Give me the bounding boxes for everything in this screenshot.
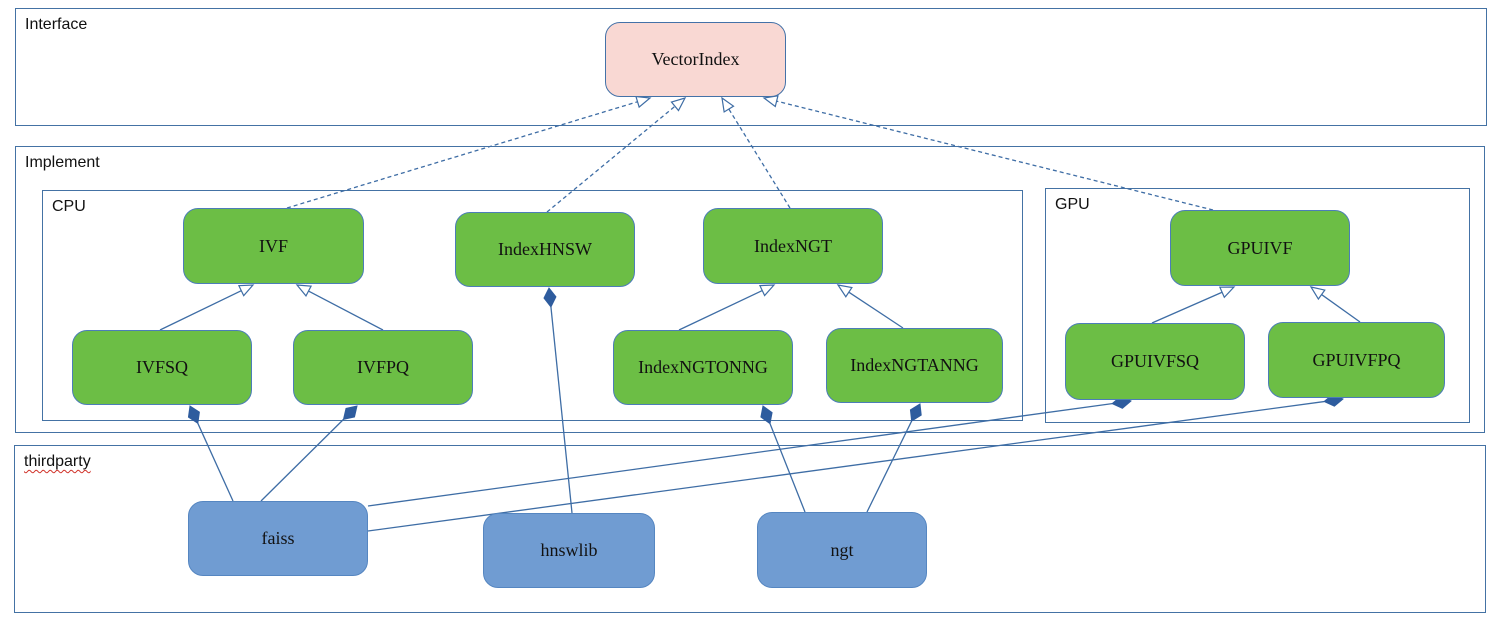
edge-line (159, 290, 242, 331)
composition-diamond (342, 405, 358, 421)
edge-gpuivfpq-gpuivf[interactable] (1309, 286, 1361, 323)
group-implement[interactable]: Implement (15, 146, 1485, 433)
node-indexngt[interactable]: IndexNGT (703, 208, 883, 284)
group-thirdparty[interactable]: thirdparty (14, 445, 1486, 613)
group-thirdparty-label: thirdparty (24, 453, 91, 470)
composition-diamond (760, 405, 773, 425)
generalization-arrowhead (758, 284, 776, 297)
group-interface[interactable]: Interface (15, 8, 1487, 126)
node-label: ngt (830, 539, 854, 560)
node-ngt[interactable]: ngt (757, 512, 927, 588)
edge-indexhnsw-vectorindex[interactable] (546, 97, 687, 213)
edge-line (286, 101, 638, 209)
realization-arrowhead (762, 95, 779, 108)
node-indexngtonng[interactable]: IndexNGTONNG (613, 330, 793, 405)
edge-line (550, 306, 573, 514)
generalization-arrowhead (1218, 286, 1236, 299)
realization-arrowhead (721, 96, 735, 113)
edge-line (367, 402, 1113, 507)
edge-ngt-indexngtonng[interactable] (760, 405, 806, 513)
edge-indexngt-vectorindex[interactable] (721, 96, 791, 209)
realization-arrowhead (635, 95, 652, 109)
node-hnswlib[interactable]: hnswlib (483, 513, 655, 588)
node-indexhnsw[interactable]: IndexHNSW (455, 212, 635, 287)
node-ivfsq[interactable]: IVFSQ (72, 330, 252, 405)
node-label: VectorIndex (651, 49, 740, 69)
node-label: GPUIVF (1227, 237, 1293, 258)
edge-line (260, 418, 344, 502)
edge-line (866, 420, 913, 513)
node-label: IVF (258, 235, 288, 256)
edge-line (848, 291, 904, 329)
edge-line (546, 105, 676, 213)
edge-faiss-gpuivfpq[interactable] (367, 393, 1344, 532)
realization-arrowhead (670, 97, 687, 112)
node-gpuivfsq[interactable]: GPUIVFSQ (1065, 323, 1245, 400)
edge-gpuivf-vectorindex[interactable] (762, 95, 1214, 211)
edge-ivfpq-ivf[interactable] (295, 284, 384, 331)
edge-line (197, 423, 234, 502)
node-vectorindex[interactable]: VectorIndex (605, 22, 786, 97)
edge-line (1151, 291, 1223, 324)
node-ivf[interactable]: IVF (183, 208, 364, 284)
group-cpu-label: CPU (52, 198, 86, 215)
edge-line (678, 289, 763, 331)
node-gpuivf[interactable]: GPUIVF (1170, 210, 1350, 286)
node-faiss[interactable]: faiss (188, 501, 368, 576)
node-gpuivfpq[interactable]: GPUIVFPQ (1268, 322, 1445, 398)
node-label: IndexNGT (754, 235, 832, 256)
edge-faiss-ivfpq[interactable] (260, 405, 358, 502)
edge-gpuivfsq-gpuivf[interactable] (1151, 286, 1236, 324)
group-interface-label: Interface (25, 16, 88, 33)
edge-faiss-ivfsq[interactable] (187, 405, 234, 502)
node-label: IndexNGTANNG (850, 355, 979, 375)
node-label: faiss (261, 528, 295, 548)
composition-diamond (187, 405, 200, 425)
edge-ivfsq-ivf[interactable] (159, 284, 255, 331)
generalization-arrowhead (836, 284, 853, 298)
node-label: GPUIVFPQ (1312, 349, 1401, 370)
group-gpu-label: GPU (1055, 196, 1090, 213)
node-indexngtanng[interactable]: IndexNGTANNG (826, 328, 1003, 403)
node-label: IVFSQ (135, 357, 188, 377)
group-gpu[interactable]: GPU (1045, 188, 1470, 423)
node-label: IndexHNSW (498, 239, 592, 259)
node-ivfpq[interactable]: IVFPQ (293, 330, 473, 405)
group-cpu[interactable]: CPU (42, 190, 1023, 421)
composition-diamond (909, 403, 922, 422)
node-label: hnswlib (540, 540, 598, 560)
edge-line (769, 423, 806, 513)
edge-line (776, 100, 1214, 211)
edge-indexngtanng-indexngt[interactable] (836, 284, 904, 329)
node-label: IVFPQ (356, 357, 409, 377)
generalization-arrowhead (1309, 286, 1326, 301)
composition-diamond (543, 287, 557, 308)
edge-ngt-indexngtanng[interactable] (866, 403, 922, 513)
edge-line (728, 108, 791, 209)
node-label: IndexNGTONNG (638, 357, 768, 377)
edge-hnswlib-indexhnsw[interactable] (543, 287, 573, 514)
edge-faiss-gpuivfsq[interactable] (367, 395, 1132, 507)
edge-line (308, 290, 384, 331)
group-implement-label: Implement (25, 154, 100, 171)
edge-ivf-vectorindex[interactable] (286, 95, 652, 209)
edge-line (1321, 294, 1361, 323)
generalization-arrowhead (295, 284, 313, 297)
node-label: GPUIVFSQ (1110, 351, 1200, 371)
edge-line (367, 400, 1325, 532)
edge-indexngtonng-indexngt[interactable] (678, 284, 776, 331)
generalization-arrowhead (237, 284, 255, 297)
